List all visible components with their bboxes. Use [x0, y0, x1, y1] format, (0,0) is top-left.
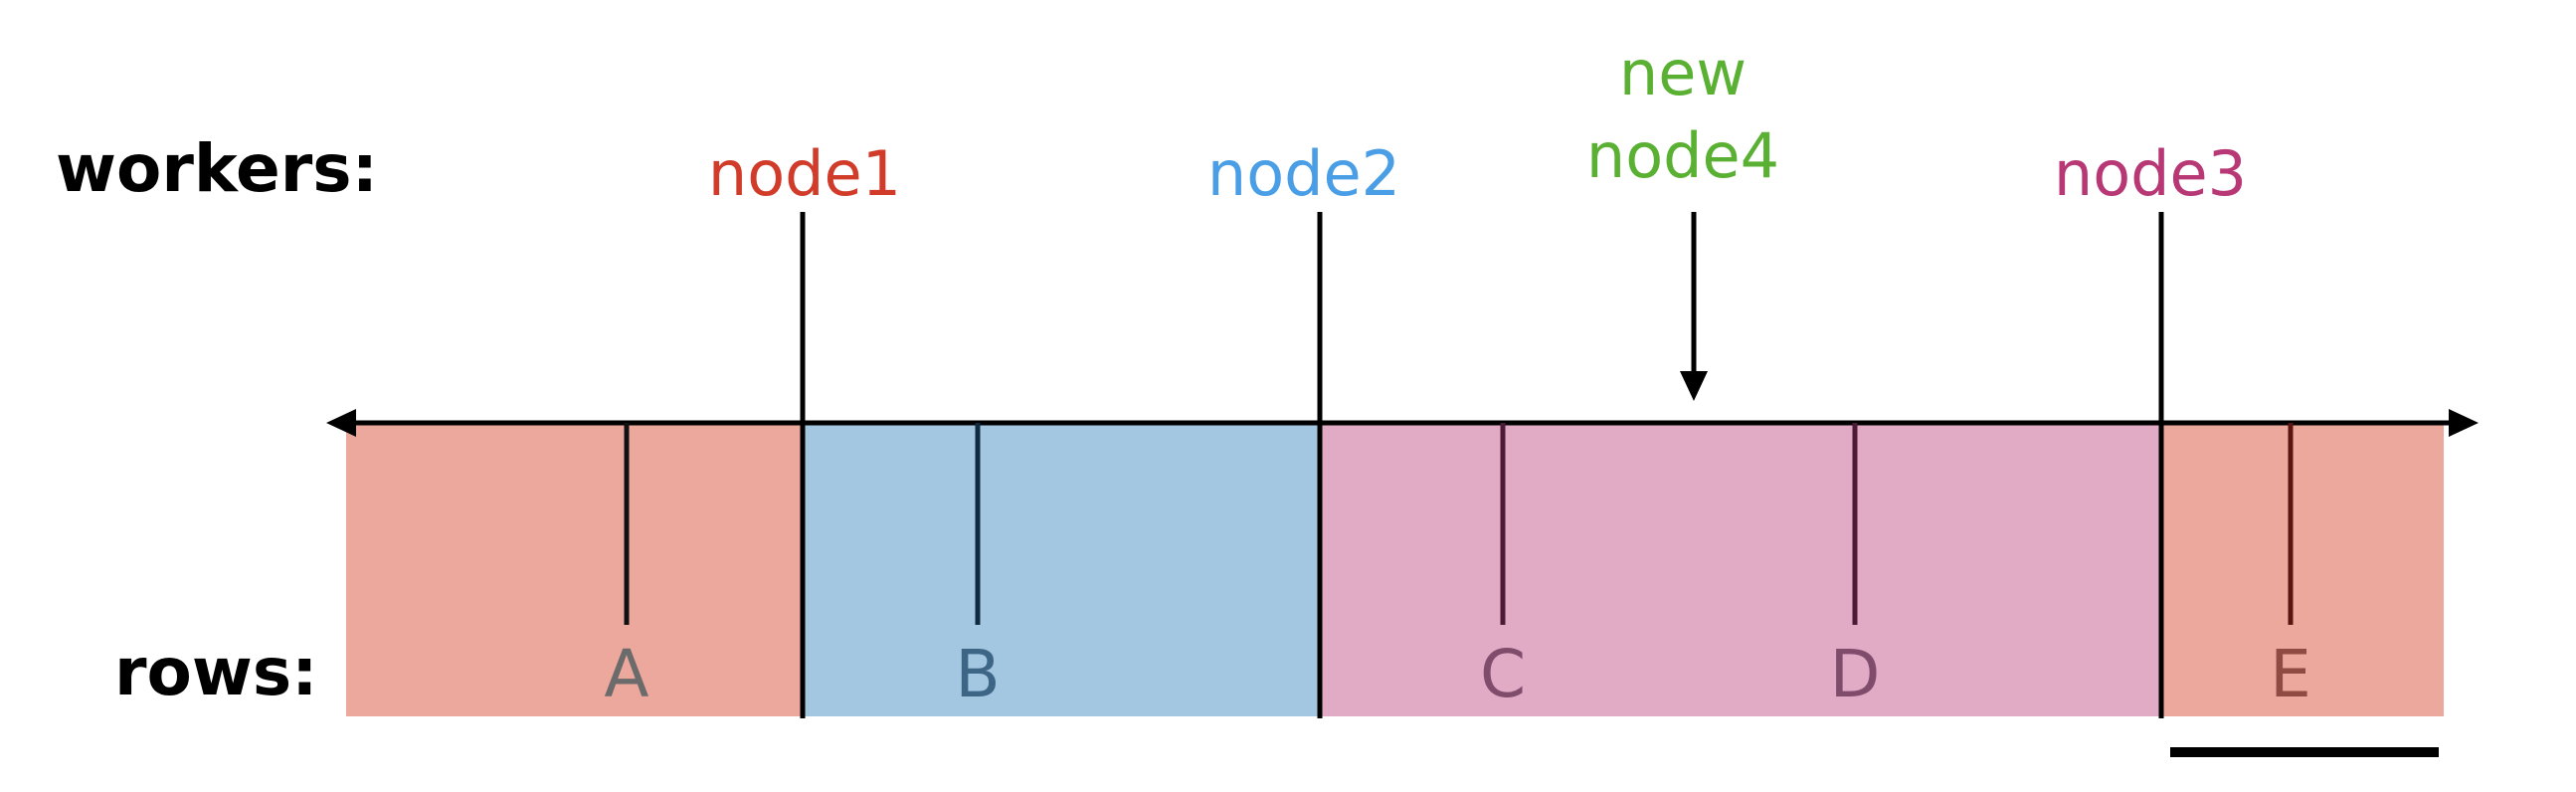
row-label-b: B: [955, 636, 1000, 712]
node4-label: node4: [1586, 119, 1779, 192]
rows-heading: rows:: [114, 634, 318, 710]
node3-label: node3: [2054, 137, 2247, 210]
range-segment-node1-node2: [803, 423, 1320, 716]
range-segment-wrap-right: [2163, 423, 2444, 716]
row-label-c: C: [1480, 636, 1526, 712]
node1-label: node1: [708, 137, 901, 210]
row-label-d: D: [1830, 636, 1881, 712]
node2-label: node2: [1207, 137, 1400, 210]
node4-insert-arrowhead: [1680, 371, 1708, 401]
axis-left-arrowhead: [326, 409, 356, 437]
range-segment-wrap-left: [346, 423, 803, 716]
row-label-a: A: [604, 636, 648, 712]
row-label-e: E: [2270, 636, 2311, 712]
range-segment-node2-node3: [1320, 423, 2163, 716]
workers-heading: workers:: [56, 130, 378, 207]
axis-right-arrowhead: [2449, 409, 2479, 437]
node4-label-new: new: [1619, 37, 1747, 109]
